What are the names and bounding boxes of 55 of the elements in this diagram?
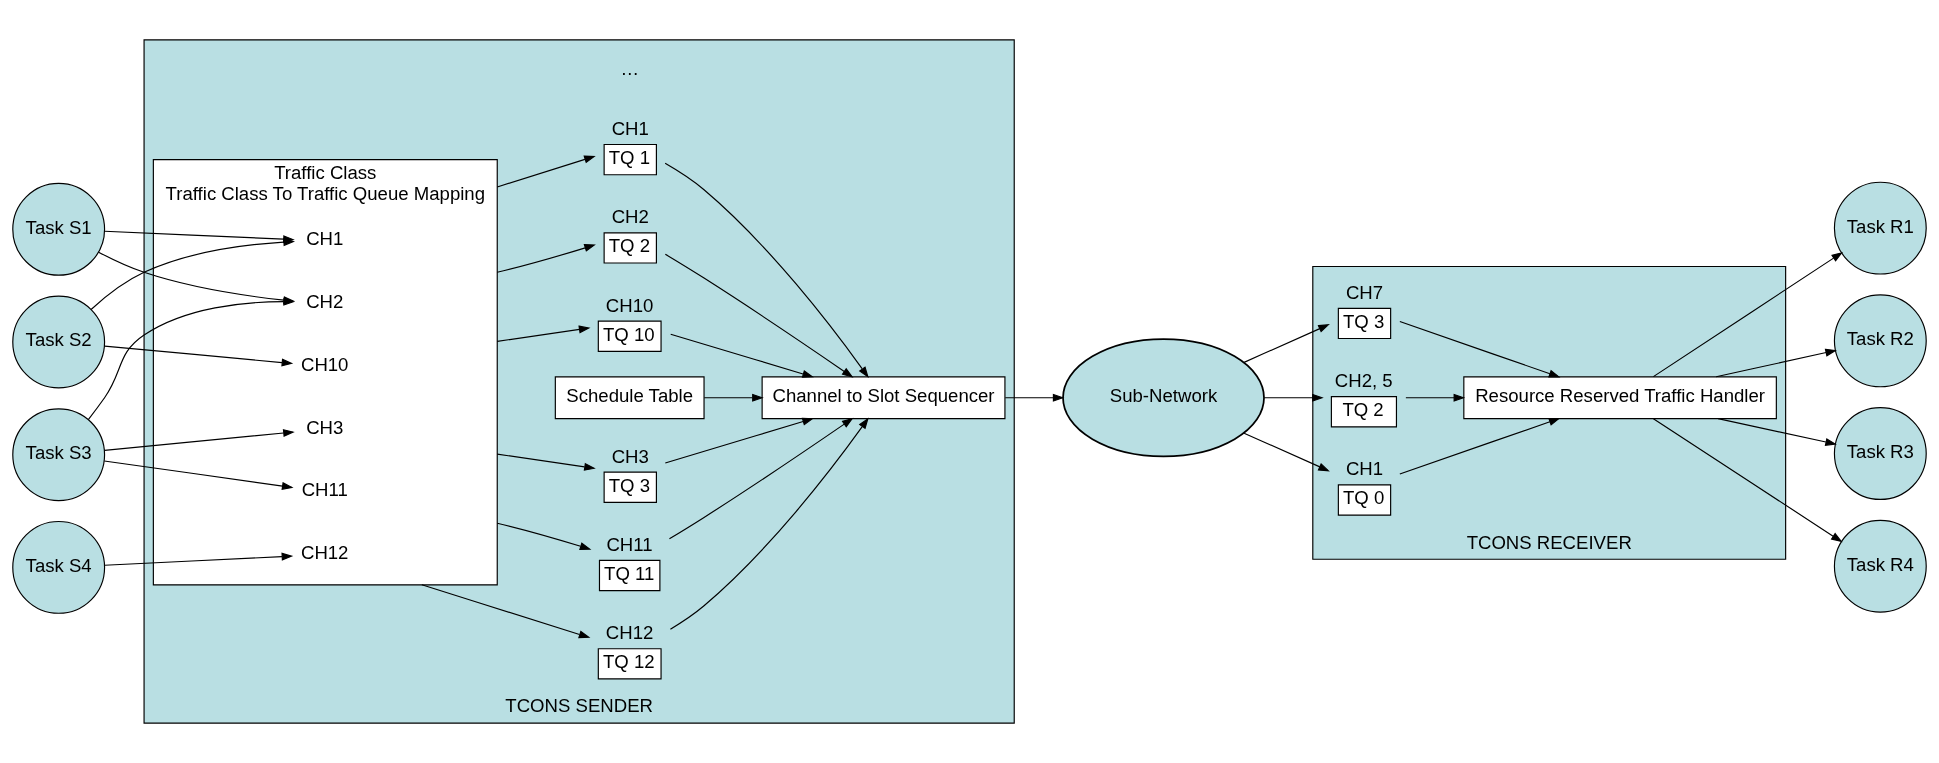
arrow — [1717, 418, 1837, 446]
node-circle: Task R4 — [1833, 519, 1927, 613]
arrow — [664, 417, 814, 464]
arrow — [496, 325, 591, 342]
arrow — [1715, 348, 1837, 378]
arrow — [668, 417, 854, 540]
node-label: CH7 — [1345, 281, 1384, 303]
node-text: CH11 — [301, 479, 348, 501]
node-label: CH1 — [611, 117, 649, 139]
arrow — [669, 417, 869, 630]
node-circle: Task S4 — [12, 520, 106, 614]
node-box: Schedule Table — [554, 376, 705, 420]
arrow — [496, 155, 596, 188]
node-text: CH12 — [300, 542, 349, 564]
arrow — [496, 244, 596, 273]
arrow — [1399, 321, 1561, 378]
arrow — [703, 393, 764, 402]
node-circle: Task R2 — [1833, 294, 1927, 388]
node-text: CH1 — [306, 228, 344, 250]
arrow — [1405, 393, 1466, 402]
arrow — [421, 584, 591, 639]
label: … — [620, 57, 639, 79]
node-label: CH2, 5 — [1334, 370, 1393, 392]
arrow — [1004, 393, 1065, 402]
arrow — [670, 333, 814, 378]
node-label: CH12 — [605, 622, 654, 644]
arrow — [496, 453, 596, 471]
node-circle: Task S1 — [12, 182, 106, 276]
arrow — [103, 460, 294, 491]
arrow — [1243, 432, 1330, 472]
arrow — [496, 522, 592, 551]
arrow — [104, 552, 294, 566]
arrow — [1399, 418, 1561, 475]
node-ellipse: Sub-Network — [1062, 338, 1265, 458]
arrow — [1243, 324, 1330, 363]
node-circle: Task S2 — [12, 295, 106, 389]
node-label: CH10 — [605, 294, 654, 316]
arrow — [1652, 418, 1843, 543]
node-label: CH3 — [611, 445, 649, 467]
arrow — [104, 429, 295, 451]
node-circle: Task R3 — [1833, 407, 1927, 500]
node-text: CH10 — [300, 353, 349, 375]
node-box: Channel to Slot Sequencer — [761, 376, 1006, 420]
node-circle: Task S3 — [12, 408, 106, 502]
node-box: Resource Reserved Traffic Handler — [1463, 376, 1777, 420]
node-label: CH1 — [1345, 458, 1384, 480]
node-text: CH2 — [306, 291, 344, 313]
arrow — [1652, 251, 1844, 378]
node-text: CH3 — [306, 416, 344, 438]
node-label: CH11 — [606, 533, 653, 555]
arrow — [1263, 393, 1324, 402]
arrow — [104, 345, 294, 367]
arrow — [664, 162, 869, 379]
arrow — [664, 253, 854, 378]
node-label: CH2 — [611, 206, 649, 228]
